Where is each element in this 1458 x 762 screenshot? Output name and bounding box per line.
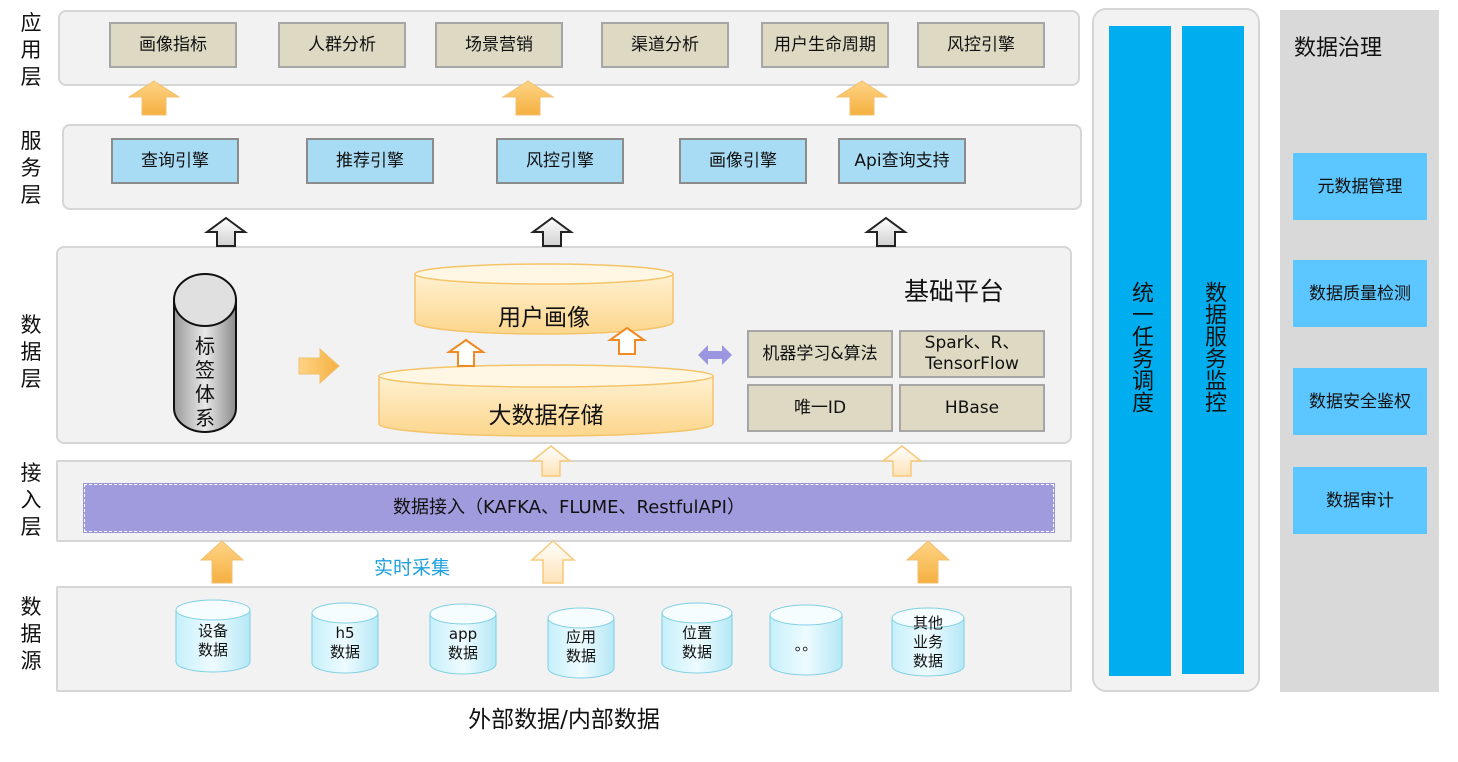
service-item-recommend-engine: 推荐引擎 [306, 138, 434, 184]
source-cylinder [891, 607, 965, 677]
big-data-storage-label: 大数据存储 [488, 403, 604, 429]
source-cylinder [547, 607, 615, 679]
up-arrow-icon [529, 216, 575, 247]
governance-item-audit: 数据审计 [1293, 467, 1427, 534]
service-item-api-query: Api查询支持 [838, 138, 966, 184]
up-arrow-icon [835, 80, 889, 116]
platform-title: 基础平台 [904, 277, 1005, 306]
platform-item-unique-id: 唯一ID [747, 384, 893, 432]
layer-label-access: 接入层 [20, 461, 42, 539]
source-cylinder [311, 602, 379, 674]
app-item-scene-marketing: 场景营销 [435, 22, 563, 68]
task-scheduler-label: 统一任务调度 [1128, 281, 1153, 413]
double-arrow-icon [698, 345, 732, 365]
service-item-query-engine: 查询引擎 [111, 138, 239, 184]
up-arrow-icon [127, 80, 181, 116]
up-arrow-icon [529, 445, 573, 477]
app-item-user-lifecycle: 用户生命周期 [761, 22, 889, 68]
up-arrow-icon [863, 216, 909, 247]
up-arrow-icon [203, 216, 249, 247]
source-cylinder [661, 602, 733, 674]
source-label-other: 其他 业务 数据 [912, 614, 943, 670]
app-item-risk-engine: 风控引擎 [917, 22, 1045, 68]
layer-label-source: 数据源 [20, 595, 42, 673]
platform-item-ml: 机器学习&算法 [747, 330, 893, 378]
up-arrow-icon [501, 80, 555, 116]
up-arrow-icon [445, 338, 487, 367]
service-monitor-bar: 数据服务监控 [1182, 26, 1244, 674]
big-data-storage-cylinder [378, 364, 714, 437]
user-profile-cylinder [414, 263, 674, 335]
source-label-location: 位置 数据 [681, 624, 712, 661]
service-monitor-label: 数据服务监控 [1201, 281, 1226, 413]
platform-item-spark: Spark、R、 TensorFlow [899, 330, 1045, 378]
service-item-portrait-engine: 画像引擎 [679, 138, 807, 184]
governance-item-quality: 数据质量检测 [1293, 260, 1427, 327]
app-item-portrait-metrics: 画像指标 [109, 22, 237, 68]
layer-label-service: 服务层 [20, 129, 42, 207]
source-label-device: 设备 数据 [197, 622, 228, 659]
realtime-collection-label: 实时采集 [374, 557, 451, 579]
up-arrow-icon [905, 540, 951, 584]
right-arrow-icon [298, 347, 340, 385]
data-ingest-bar: 数据接入（KAFKA、FLUME、RestfulAPI） [83, 483, 1055, 533]
tag-system-cylinder [173, 273, 237, 433]
source-cylinder [429, 603, 497, 675]
source-cylinder [175, 599, 251, 673]
up-arrow-icon [880, 445, 924, 477]
platform-item-hbase: HBase [899, 384, 1045, 432]
app-item-crowd-analysis: 人群分析 [278, 22, 406, 68]
task-scheduler-bar: 统一任务调度 [1109, 26, 1171, 676]
up-arrow-icon [530, 539, 576, 584]
source-label-app: app 数据 [447, 625, 478, 662]
governance-item-security: 数据安全鉴权 [1293, 368, 1427, 435]
up-arrow-icon [199, 540, 245, 584]
tag-system-label: 标签体系 [195, 334, 215, 430]
user-profile-label: 用户画像 [498, 305, 590, 331]
governance-item-metadata: 元数据管理 [1293, 153, 1427, 220]
app-item-channel-analysis: 渠道分析 [601, 22, 729, 68]
source-cylinder [769, 604, 843, 676]
source-label-h5: h5 数据 [329, 624, 360, 661]
layer-label-data: 数据层 [20, 313, 42, 391]
governance-title: 数据治理 [1294, 36, 1383, 61]
footer-caption: 外部数据/内部数据 [468, 707, 660, 733]
source-label-application: 应用 数据 [565, 628, 596, 665]
governance-panel [1280, 10, 1439, 692]
layer-label-app: 应用层 [20, 11, 42, 89]
up-arrow-icon [606, 326, 648, 355]
service-item-risk-engine: 风控引擎 [496, 138, 624, 184]
source-label-more: 。。 [794, 636, 818, 654]
